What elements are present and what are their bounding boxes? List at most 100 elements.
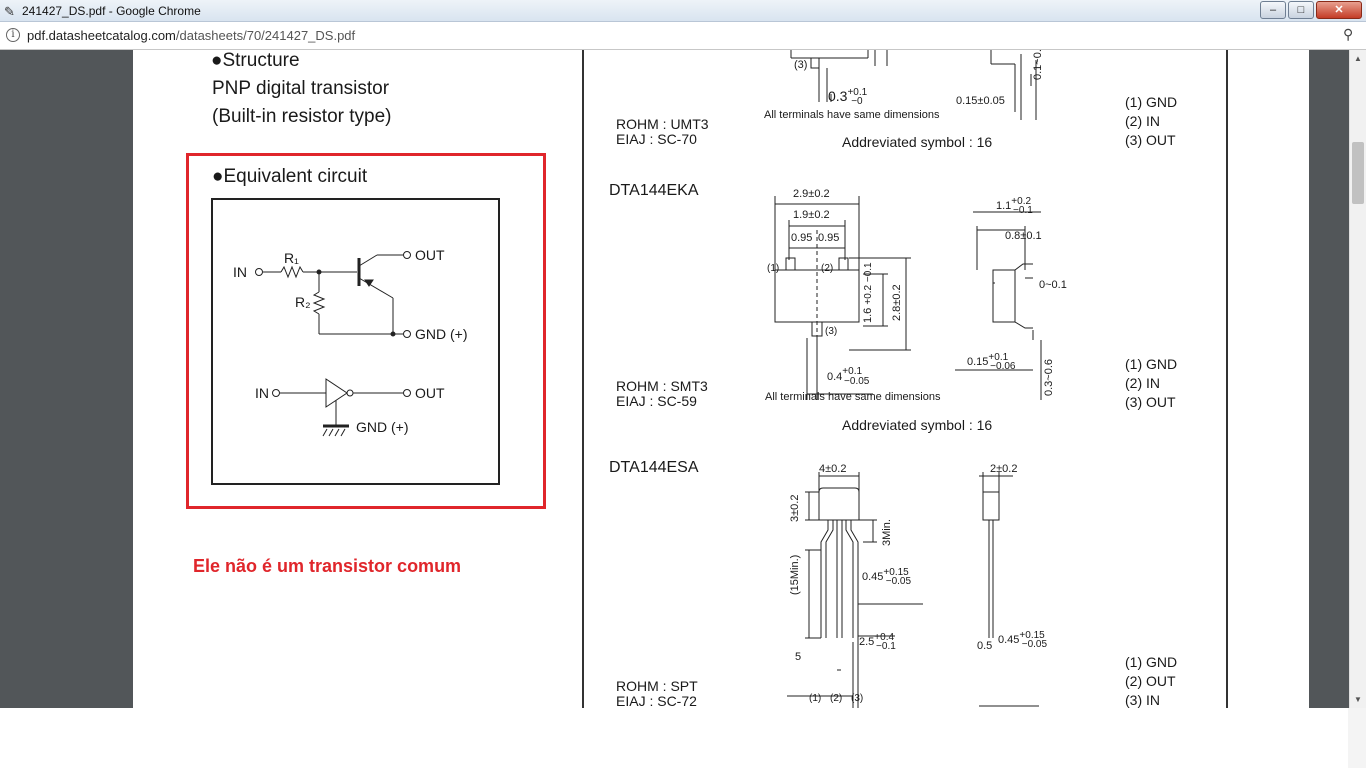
umt3-dim-width: 0.3+0.1−0 bbox=[828, 87, 879, 107]
page-divider-right bbox=[1226, 50, 1228, 708]
eka-dim-0-4-value: 0.4 bbox=[827, 371, 843, 383]
eka-dim-0-8: 0.8±0.1 bbox=[1005, 230, 1042, 242]
umt3-pin-3-tag: (3) bbox=[794, 59, 808, 71]
umt3-all-terminals-note: All terminals have same dimensions bbox=[764, 109, 940, 121]
esa-dim-2-5-value: 2.5 bbox=[859, 636, 875, 648]
circuit-in2-label: IN bbox=[255, 385, 269, 401]
eka-dim-0-15-tol-plus: +0.1 bbox=[988, 352, 1009, 363]
structure-line-2: (Built-in resistor type) bbox=[212, 106, 392, 127]
close-button[interactable]: ✕ bbox=[1316, 1, 1362, 19]
eka-pin-tag-1: (1) bbox=[767, 263, 780, 274]
eka-dim-0-3-0-6: 0.3~0.6 bbox=[1043, 358, 1055, 396]
esa-dim-2-5-tol-plus: +0.4 bbox=[874, 632, 895, 643]
esa-dim-0-45-side-value: 0.45 bbox=[998, 634, 1020, 646]
eka-all-terminals-note: All terminals have same dimensions bbox=[765, 391, 941, 403]
circuit-schematic bbox=[255, 251, 411, 437]
esa-pin-1: (1) GND bbox=[1125, 654, 1178, 670]
page-divider-left bbox=[582, 50, 584, 708]
pdf-page: ●Structure PNP digital transistor (Built… bbox=[133, 50, 1309, 708]
esa-dim-2-5: 2.5+0.4−0.1 bbox=[859, 632, 914, 652]
eka-dim-2-9: 2.9±0.2 bbox=[793, 188, 830, 200]
umt3-pin-3: (3) OUT bbox=[1125, 132, 1176, 148]
umt3-dim-width-tol-plus: +0.1 bbox=[847, 87, 868, 98]
umt3-dim-lead: 0.15±0.05 bbox=[956, 95, 1005, 107]
eka-dim-0-15-value: 0.15 bbox=[967, 356, 989, 368]
eka-dim-0-95-left: 0.95 bbox=[791, 232, 813, 244]
section-title-dta144esa: DTA144ESA bbox=[609, 459, 699, 476]
eka-dim-1-9: 1.9±0.2 bbox=[793, 209, 830, 221]
eka-eiaj-line: EIAJ : SC-59 bbox=[616, 393, 697, 409]
address-bar[interactable]: i pdf.datasheetcatalog.com/datasheets/70… bbox=[0, 22, 1366, 50]
blank-area bbox=[0, 708, 1348, 768]
umt3-outline-drawing bbox=[790, 50, 1037, 120]
circuit-gnd2-label: GND (+) bbox=[356, 419, 409, 435]
eka-dim-0-4: 0.4+0.1−0.05 bbox=[827, 366, 887, 387]
minimize-button[interactable]: – bbox=[1260, 1, 1286, 19]
circuit-in-label: IN bbox=[233, 264, 247, 280]
structure-heading: ●Structure bbox=[211, 50, 300, 71]
esa-dim-15min: (15Min.) bbox=[789, 554, 801, 595]
circuit-diagram: IN OUT GND (+) R₁ R₂ IN OUT GND (+) bbox=[211, 198, 500, 485]
eka-dim-0-95-right: 0.95 bbox=[818, 232, 840, 244]
esa-dim-3: 3±0.2 bbox=[789, 494, 801, 522]
esa-dim-0-45-front-tol-plus: +0.15 bbox=[883, 567, 909, 578]
eka-dim-0-0-1: 0~0.1 bbox=[1039, 279, 1067, 291]
zoom-icon[interactable]: ⚲ bbox=[1343, 26, 1354, 42]
esa-dim-0-45-front-value: 0.45 bbox=[862, 571, 884, 583]
esa-eiaj-line: EIAJ : SC-72 bbox=[616, 693, 697, 708]
eka-pin-1: (1) GND bbox=[1125, 356, 1178, 372]
eka-dim-1-6-value: 1.6 bbox=[862, 307, 874, 323]
eka-dim-0-4-tol-minus: −0.05 bbox=[844, 376, 870, 387]
circuit-highlight-box bbox=[186, 153, 546, 509]
circuit-out-label: OUT bbox=[415, 247, 445, 263]
window-title: 241427_DS.pdf - Google Chrome bbox=[22, 4, 201, 18]
url-host: pdf.datasheetcatalog.com bbox=[27, 28, 176, 43]
info-icon[interactable]: i bbox=[6, 28, 20, 42]
eka-dim-2-8: 2.8±0.2 bbox=[891, 284, 903, 321]
eka-dim-0-15-tol-minus: −0.06 bbox=[990, 361, 1016, 372]
esa-dim-4: 4±0.2 bbox=[819, 463, 847, 475]
eka-dim-0-4-tol-plus: +0.1 bbox=[842, 366, 863, 377]
circuit-gnd-label: GND (+) bbox=[415, 326, 468, 342]
esa-dim-0-45-side-tol-plus: +0.15 bbox=[1019, 630, 1045, 641]
eka-dim-1-1-tol-plus: +0.2 bbox=[1011, 196, 1032, 207]
eka-dim-1-1-value: 1.1 bbox=[996, 200, 1012, 212]
circuit-r1-label: R₁ bbox=[284, 250, 299, 266]
esa-pin-2: (2) OUT bbox=[1125, 673, 1176, 689]
url-path: /datasheets/70/241427_DS.pdf bbox=[175, 28, 356, 43]
maximize-button[interactable]: □ bbox=[1288, 1, 1314, 19]
esa-rohm-line: ROHM : SPT bbox=[616, 678, 698, 694]
esa-dim-0-45-side-tol-minus: −0.05 bbox=[1021, 639, 1048, 650]
eka-pin-tag-2: (2) bbox=[821, 263, 834, 274]
esa-dim-2: 2±0.2 bbox=[990, 463, 1018, 475]
esa-dim-0-45-front: 0.45+0.15−0.05 bbox=[862, 567, 934, 587]
circuit-out2-label: OUT bbox=[415, 385, 445, 401]
esa-dim-2-5-tol-minus: −0.1 bbox=[876, 641, 896, 652]
umt3-dim-width-tol-minus: −0 bbox=[851, 96, 863, 107]
esa-pin-tag-2: (2) bbox=[830, 693, 843, 704]
esa-dim-0-45-side: 0.45+0.15−0.05 bbox=[998, 630, 1070, 650]
scroll-up-icon[interactable]: ▲ bbox=[1354, 54, 1362, 63]
esa-pin-3: (3) IN bbox=[1125, 692, 1160, 708]
eka-dim-1-6-tol: +0.2 −0.1 bbox=[863, 262, 874, 305]
structure-line-1: PNP digital transistor bbox=[212, 78, 390, 99]
vertical-scrollbar[interactable]: ▲ ▼ bbox=[1349, 50, 1366, 708]
esa-dim-5: 5 bbox=[795, 651, 802, 663]
scrollbar-thumb[interactable] bbox=[1352, 142, 1364, 204]
umt3-dim-side: 0.1~0.4 bbox=[1032, 50, 1044, 80]
pdf-viewer[interactable]: ●Structure PNP digital transistor (Built… bbox=[0, 50, 1366, 708]
umt3-pin-2: (2) IN bbox=[1125, 113, 1160, 129]
section-title-dta144eka: DTA144EKA bbox=[609, 182, 699, 199]
circuit-r2-label: R₂ bbox=[295, 294, 311, 310]
eka-pin-2: (2) IN bbox=[1125, 375, 1160, 391]
umt3-eiaj-line: EIAJ : SC-70 bbox=[616, 131, 697, 147]
document-icon: ✎ bbox=[4, 4, 15, 19]
scroll-down-icon[interactable]: ▼ bbox=[1354, 695, 1362, 704]
umt3-dim-width-value: 0.3 bbox=[828, 88, 848, 104]
url-field[interactable]: pdf.datasheetcatalog.com/datasheets/70/2… bbox=[27, 28, 355, 43]
esa-pin-tag-3: (3) bbox=[851, 693, 864, 704]
dta144eka-outline-drawing bbox=[774, 196, 1042, 400]
eka-rohm-line: ROHM : SMT3 bbox=[616, 378, 708, 394]
eka-abbrev-symbol: Addreviated symbol : 16 bbox=[842, 417, 993, 433]
eka-pin-tag-3: (3) bbox=[825, 326, 838, 337]
